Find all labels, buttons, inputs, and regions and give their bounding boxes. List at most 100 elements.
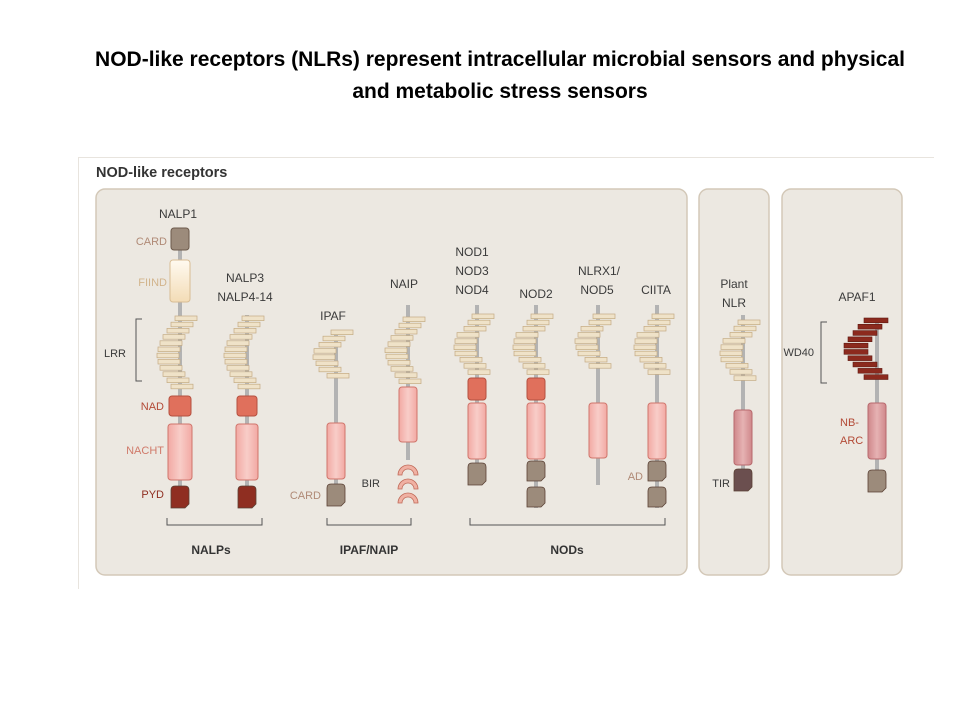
lrr-nalp3-repeat-5 bbox=[226, 340, 250, 346]
wd40-repeat-7 bbox=[847, 355, 873, 361]
domain-apaf1-card bbox=[867, 469, 887, 493]
lrr-nalp1-repeat-4 bbox=[162, 334, 186, 340]
lrr-ipaf-repeat-6 bbox=[315, 360, 339, 366]
label-nacht: NACHT bbox=[126, 445, 164, 457]
lrr-ciita-repeat-2 bbox=[647, 319, 671, 326]
lrr-nod1-repeat-8 bbox=[459, 357, 483, 363]
lrr-ipaf-repeat-3 bbox=[318, 342, 342, 348]
label-nod5: NOD5 bbox=[580, 283, 614, 297]
domain-shapes bbox=[167, 227, 887, 509]
slide-title-line-2: and metabolic stress sensors bbox=[352, 80, 648, 103]
lrr-naip-repeat-2 bbox=[398, 322, 422, 329]
lrr-nod2-repeat-7 bbox=[513, 350, 537, 357]
lrr-nalp3-repeat-9 bbox=[226, 365, 250, 371]
label-lrr: LRR bbox=[104, 348, 126, 360]
label-nod1: NOD1 bbox=[455, 245, 489, 259]
wd40-repeat-4 bbox=[847, 336, 873, 342]
label-pyd: PYD bbox=[141, 489, 164, 501]
domain-nalp1-fiind bbox=[169, 259, 191, 303]
lrr-nlrx1-repeat-6 bbox=[575, 344, 599, 350]
lrr-nalp3-repeat-4 bbox=[229, 334, 253, 340]
lrr-ipaf-repeat-7 bbox=[318, 366, 342, 373]
domain-nalp1-nacht bbox=[167, 423, 193, 481]
label-nb: NB- bbox=[840, 417, 859, 429]
label-fiind: FIIND bbox=[138, 277, 167, 289]
domain-nod1-nacht bbox=[467, 402, 487, 460]
bracket-nalps bbox=[166, 518, 263, 526]
domain-plant-nbarc bbox=[733, 409, 753, 466]
lrr-nod1-repeat-9 bbox=[463, 363, 487, 369]
lrr-nalp1-repeat-1 bbox=[174, 315, 198, 321]
slide-title-line-1: NOD-like receptors (NLRs) represent intr… bbox=[95, 48, 905, 71]
lrr-ciita-repeat-7 bbox=[634, 350, 658, 357]
lrr-repeats bbox=[156, 313, 889, 390]
domain-naip-bir-2 bbox=[397, 478, 419, 490]
domain-ipaf-card bbox=[326, 483, 346, 507]
wd40-repeat-9 bbox=[857, 368, 883, 374]
lrr-nod1-repeat-4 bbox=[456, 332, 480, 338]
label-bir: BIR bbox=[362, 478, 380, 490]
lrr-ipaf-repeat-1 bbox=[330, 329, 354, 335]
label-nalp4-14: NALP4-14 bbox=[217, 290, 273, 304]
domain-nlrx1-nacht bbox=[588, 402, 608, 459]
lrr-nlrx1-repeat-1 bbox=[592, 313, 616, 319]
group-label-nods: NODs bbox=[550, 543, 584, 557]
bracket-wd40 bbox=[820, 321, 827, 384]
lrr-nod2-repeat-8 bbox=[518, 357, 542, 363]
label-card-ipaf: CARD bbox=[290, 490, 321, 502]
lrr-ipaf-repeat-5 bbox=[312, 354, 336, 360]
lrr-nod2-repeat-9 bbox=[522, 363, 546, 369]
label-nod3: NOD3 bbox=[455, 264, 489, 278]
lrr-ipaf-repeat-2 bbox=[322, 335, 346, 342]
lrr-ciita-repeat-4 bbox=[636, 332, 660, 338]
lrr-ciita-repeat-1 bbox=[651, 313, 675, 319]
lrr-naip-repeat-3 bbox=[394, 329, 418, 335]
bracket-lrr bbox=[135, 318, 142, 382]
domain-apaf1-nbarc bbox=[867, 402, 887, 460]
wd40-repeat-2 bbox=[857, 323, 883, 330]
lrr-ipaf-repeat-8 bbox=[326, 373, 350, 379]
lrr-nod2-repeat-3 bbox=[522, 326, 546, 332]
group-label-nalps: NALPs bbox=[191, 543, 231, 557]
lrr-plant-nlr-repeat-6 bbox=[719, 350, 743, 356]
domain-nalp1-nad bbox=[168, 395, 192, 417]
lrr-nod1-repeat-10 bbox=[467, 369, 491, 375]
lrr-ciita-repeat-3 bbox=[643, 326, 667, 332]
domain-ipaf-nacht bbox=[326, 422, 346, 480]
lrr-nalp1-repeat-11 bbox=[166, 377, 190, 383]
lrr-nod1-repeat-7 bbox=[454, 350, 478, 357]
label-nod2: NOD2 bbox=[519, 287, 553, 301]
lrr-plant-nlr-repeat-4 bbox=[722, 338, 746, 344]
lrr-nlrx1-repeat-3 bbox=[580, 326, 604, 332]
group-brackets bbox=[135, 318, 827, 526]
lrr-nalp1-repeat-10 bbox=[162, 371, 186, 377]
lrr-naip-repeat-11 bbox=[398, 378, 422, 384]
domain-plant-tir bbox=[733, 468, 753, 492]
lrr-plant-nlr-repeat-3 bbox=[729, 332, 753, 338]
domain-ciita-card bbox=[647, 486, 667, 508]
lrr-nalp1-repeat-6 bbox=[157, 346, 181, 352]
lrr-nlrx1-repeat-7 bbox=[577, 350, 601, 357]
domain-nalp3-nacht bbox=[235, 423, 259, 481]
lrr-nalp1-repeat-2 bbox=[170, 321, 194, 328]
lrr-nalp1-repeat-9 bbox=[159, 365, 183, 371]
domain-nalp3-pyd bbox=[237, 485, 257, 509]
lrr-nlrx1-repeat-2 bbox=[588, 319, 612, 326]
lrr-nod2-repeat-5 bbox=[513, 338, 537, 344]
lrr-ipaf-repeat-4 bbox=[313, 348, 337, 354]
lrr-ciita-repeat-6 bbox=[633, 344, 657, 350]
wd40-repeat-5 bbox=[843, 342, 869, 349]
label-naip: NAIP bbox=[390, 277, 418, 291]
lrr-nod1-repeat-6 bbox=[453, 344, 477, 350]
domain-nalp3-nad bbox=[236, 395, 258, 417]
lrr-nalp3-repeat-12 bbox=[237, 383, 261, 390]
domain-nod2-card-1 bbox=[526, 460, 546, 482]
lrr-plant-nlr-repeat-7 bbox=[720, 356, 744, 363]
lrr-plant-nlr-repeat-8 bbox=[725, 363, 749, 369]
wd40-repeat-3 bbox=[852, 330, 878, 336]
domain-naip-bir-1 bbox=[397, 464, 419, 476]
domain-nod2-nacht bbox=[526, 402, 546, 460]
wd40-repeat-1 bbox=[863, 317, 889, 324]
wd40-repeat-8 bbox=[852, 361, 878, 368]
